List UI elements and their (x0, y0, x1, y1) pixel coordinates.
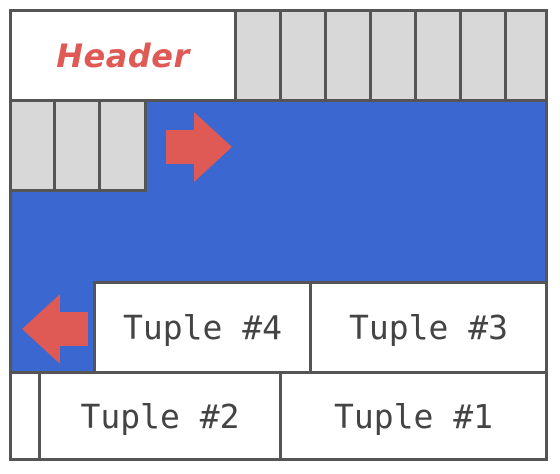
slot-array-cell (56, 102, 101, 192)
tuple-label: Tuple #3 (349, 308, 508, 347)
right-arrow-icon (166, 112, 232, 182)
slot-array-cell (462, 12, 507, 102)
tuple-label: Tuple #2 (80, 396, 240, 436)
slot-array-cell (237, 12, 282, 102)
tuple-label: Tuple #1 (334, 396, 493, 436)
slot-growth-arrow (166, 112, 232, 182)
left-arrow-icon (22, 294, 88, 364)
page-header: Header (12, 12, 237, 102)
tuple-1: Tuple #1 (279, 371, 545, 458)
tuple-growth-arrow (22, 294, 88, 364)
tuple-label: Tuple #4 (123, 308, 282, 347)
slot-array-cell (417, 12, 462, 102)
header-label: Header (56, 36, 190, 75)
slot-array-cell (101, 102, 147, 192)
slot-array-cell (327, 12, 372, 102)
slot-array-cell (372, 12, 417, 102)
free-slack-cell (12, 371, 38, 458)
tuple-3: Tuple #3 (309, 281, 545, 371)
slot-array-cell (507, 12, 545, 102)
slot-array-cell (12, 102, 56, 192)
slotted-page: Header Tuple #4 Tuple #3 Tuple #2 Tuple … (9, 9, 548, 461)
tuple-2: Tuple #2 (38, 371, 279, 458)
slot-array-cell (282, 12, 327, 102)
tuple-4: Tuple #4 (93, 281, 309, 371)
